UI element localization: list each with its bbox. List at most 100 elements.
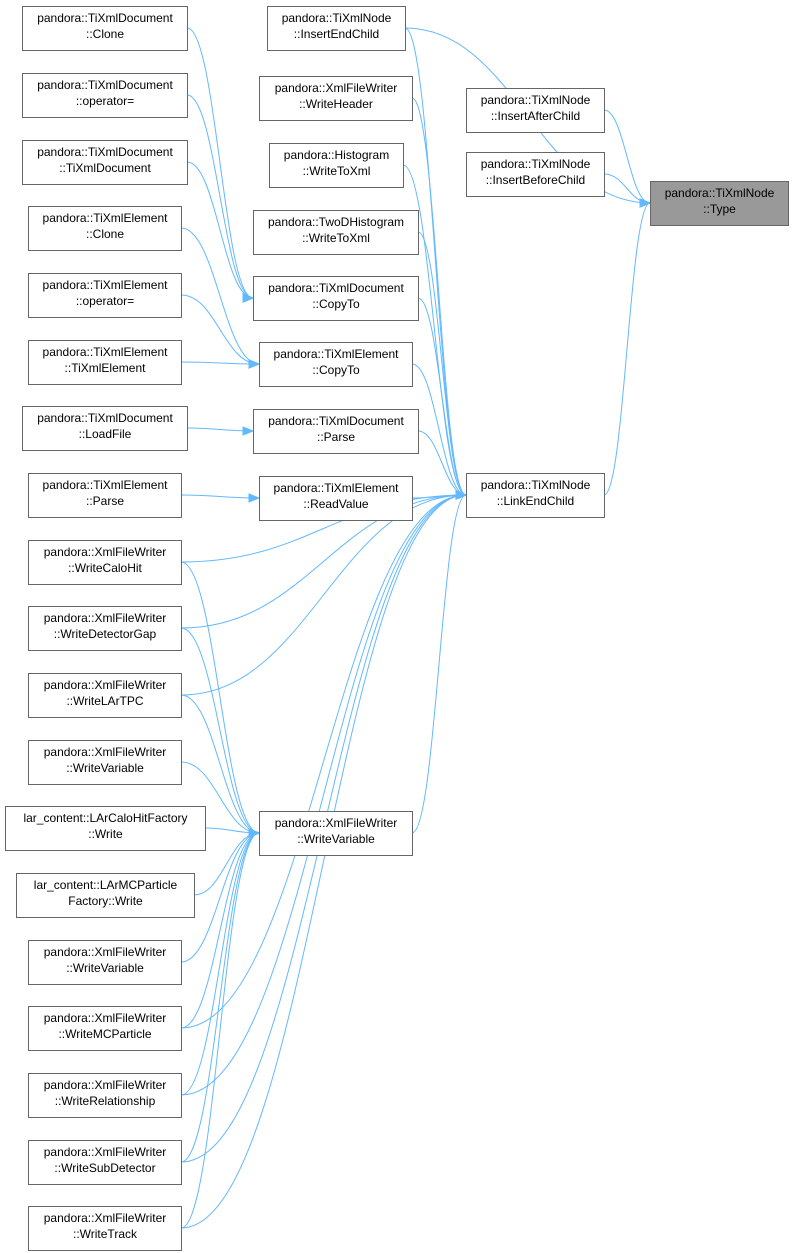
node-write-sub-detector[interactable]: pandora::XmlFileWriter::WriteSubDetector bbox=[28, 1140, 182, 1185]
node-label-line: pandora::TiXmlDocument bbox=[37, 145, 173, 159]
node-write-calo-hit[interactable]: pandora::XmlFileWriter::WriteCaloHit bbox=[28, 540, 182, 585]
node-el-clone[interactable]: pandora::TiXmlElement::Clone bbox=[28, 206, 182, 251]
node-box bbox=[16, 873, 195, 918]
node-box bbox=[259, 342, 413, 387]
node-label-line: ::Parse bbox=[86, 494, 124, 508]
node-write-detector-gap[interactable]: pandora::XmlFileWriter::WriteDetectorGap bbox=[28, 606, 182, 651]
node-label-line: pandora::TiXmlNode bbox=[665, 186, 775, 200]
node-box bbox=[466, 88, 605, 133]
node-box bbox=[28, 740, 182, 785]
node-write-variable-mid[interactable]: pandora::XmlFileWriter::WriteVariable bbox=[259, 811, 413, 856]
node-insert-before-child[interactable]: pandora::TiXmlNode::InsertBeforeChild bbox=[466, 152, 605, 197]
node-label-line: ::Type bbox=[703, 202, 736, 216]
edge-insert-after-child-to-type bbox=[603, 109, 652, 208]
node-write-variable-a[interactable]: pandora::XmlFileWriter::WriteVariable bbox=[28, 740, 182, 785]
node-label-line: ::ReadValue bbox=[303, 497, 368, 511]
node-write-lar-tpc[interactable]: pandora::XmlFileWriter::WriteLArTPC bbox=[28, 673, 182, 718]
node-box bbox=[28, 940, 182, 985]
node-label-line: ::WriteRelationship bbox=[55, 1094, 156, 1108]
node-label-line: ::CopyTo bbox=[312, 297, 360, 311]
node-label-line: ::operator= bbox=[76, 294, 134, 308]
node-label-line: pandora::TwoDHistogram bbox=[268, 215, 404, 229]
node-label-line: pandora::XmlFileWriter bbox=[44, 1078, 166, 1092]
node-write-header[interactable]: pandora::XmlFileWriter::WriteHeader bbox=[259, 76, 413, 121]
node-box bbox=[28, 273, 182, 318]
nodes-layer: pandora::TiXmlNode::Typepandora::TiXmlNo… bbox=[5, 6, 789, 1251]
node-el-read-value[interactable]: pandora::TiXmlElement::ReadValue bbox=[259, 476, 413, 521]
node-link-end-child[interactable]: pandora::TiXmlNode::LinkEndChild bbox=[466, 473, 605, 518]
node-box bbox=[253, 210, 419, 255]
edge-doc-load-file-to-doc-parse bbox=[186, 426, 255, 436]
node-el-operator[interactable]: pandora::TiXmlElement::operator= bbox=[28, 273, 182, 318]
node-label-line: ::WriteCaloHit bbox=[68, 561, 142, 575]
node-label-line: pandora::XmlFileWriter bbox=[44, 611, 166, 625]
edge-two-dhist-write-to-xml-to-link-end-child bbox=[417, 231, 468, 500]
edge-write-variable-mid-to-link-end-child bbox=[411, 490, 468, 834]
node-label-line: pandora::XmlFileWriter bbox=[44, 1145, 166, 1159]
edge-doc-clone-to-doc-copy-to bbox=[186, 27, 255, 303]
node-box bbox=[259, 811, 413, 856]
node-label-line: pandora::TiXmlElement bbox=[43, 211, 169, 225]
node-box bbox=[28, 1206, 182, 1251]
node-write-track[interactable]: pandora::XmlFileWriter::WriteTrack bbox=[28, 1206, 182, 1251]
node-label-line: ::WriteVariable bbox=[66, 761, 144, 775]
node-label-line: ::WriteDetectorGap bbox=[54, 627, 157, 641]
node-label-line: pandora::TiXmlElement bbox=[274, 347, 400, 361]
node-label-line: ::InsertEndChild bbox=[294, 27, 379, 41]
node-label-line: pandora::TiXmlNode bbox=[481, 93, 591, 107]
node-doc-load-file[interactable]: pandora::TiXmlDocument::LoadFile bbox=[22, 406, 188, 451]
node-box bbox=[650, 181, 789, 226]
node-doc-clone[interactable]: pandora::TiXmlDocument::Clone bbox=[22, 6, 188, 51]
node-insert-end-child[interactable]: pandora::TiXmlNode::InsertEndChild bbox=[267, 6, 406, 51]
edge-write-relationship-to-link-end-child bbox=[180, 490, 468, 1096]
edge-doc-operator-to-doc-copy-to bbox=[186, 94, 255, 303]
node-box bbox=[22, 406, 188, 451]
node-box bbox=[259, 476, 413, 521]
node-box bbox=[253, 276, 419, 321]
node-doc-operator[interactable]: pandora::TiXmlDocument::operator= bbox=[22, 73, 188, 118]
node-label-line: pandora::TiXmlDocument bbox=[268, 414, 404, 428]
node-box bbox=[28, 673, 182, 718]
edge-el-ctor-to-el-copy-to bbox=[180, 359, 261, 369]
node-label-line: ::TiXmlElement bbox=[65, 361, 147, 375]
node-el-copy-to[interactable]: pandora::TiXmlElement::CopyTo bbox=[259, 342, 413, 387]
node-el-ctor[interactable]: pandora::TiXmlElement::TiXmlElement bbox=[28, 340, 182, 385]
node-label-line: ::WriteToXml bbox=[303, 164, 371, 178]
node-write-relationship[interactable]: pandora::XmlFileWriter::WriteRelationshi… bbox=[28, 1073, 182, 1118]
node-label-line: pandora::TiXmlElement bbox=[43, 345, 169, 359]
node-label-line: ::WriteLArTPC bbox=[66, 694, 143, 708]
node-box bbox=[22, 6, 188, 51]
node-label-line: ::WriteTrack bbox=[73, 1227, 138, 1241]
edge-doc-copy-to-to-link-end-child bbox=[417, 297, 468, 500]
node-label-line: pandora::TiXmlDocument bbox=[37, 11, 173, 25]
node-label-line: ::Parse bbox=[317, 430, 355, 444]
node-box bbox=[466, 473, 605, 518]
node-label-line: pandora::TiXmlElement bbox=[274, 481, 400, 495]
node-insert-after-child[interactable]: pandora::TiXmlNode::InsertAfterChild bbox=[466, 88, 605, 133]
node-label-line: ::operator= bbox=[76, 94, 134, 108]
node-label-line: ::LinkEndChild bbox=[497, 494, 574, 508]
node-two-dhist-write-to-xml[interactable]: pandora::TwoDHistogram::WriteToXml bbox=[253, 210, 419, 255]
node-el-parse[interactable]: pandora::TiXmlElement::Parse bbox=[28, 473, 182, 518]
node-write-mcparticle[interactable]: pandora::XmlFileWriter::WriteMCParticle bbox=[28, 1006, 182, 1051]
edge-doc-ctor-to-doc-copy-to bbox=[186, 161, 255, 303]
node-label-line: pandora::XmlFileWriter bbox=[44, 745, 166, 759]
node-box bbox=[28, 606, 182, 651]
node-hist-write-to-xml[interactable]: pandora::Histogram::WriteToXml bbox=[269, 143, 404, 188]
node-label-line: ::LoadFile bbox=[79, 427, 132, 441]
node-lar-calo-write[interactable]: lar_content::LArCaloHitFactory::Write bbox=[5, 806, 206, 851]
node-doc-copy-to[interactable]: pandora::TiXmlDocument::CopyTo bbox=[253, 276, 419, 321]
edge-write-relationship-to-write-variable-mid bbox=[180, 828, 261, 1096]
node-doc-ctor[interactable]: pandora::TiXmlDocument::TiXmlDocument bbox=[22, 140, 188, 185]
node-label-line: pandora::TiXmlNode bbox=[481, 157, 591, 171]
node-label-line: pandora::TiXmlNode bbox=[481, 478, 591, 492]
node-doc-parse[interactable]: pandora::TiXmlDocument::Parse bbox=[253, 409, 419, 454]
node-box bbox=[5, 806, 206, 851]
node-label-line: pandora::TiXmlElement bbox=[43, 478, 169, 492]
node-write-variable-b[interactable]: pandora::XmlFileWriter::WriteVariable bbox=[28, 940, 182, 985]
edge-link-end-child-to-type bbox=[603, 198, 652, 496]
node-box bbox=[28, 473, 182, 518]
node-box bbox=[22, 73, 188, 118]
